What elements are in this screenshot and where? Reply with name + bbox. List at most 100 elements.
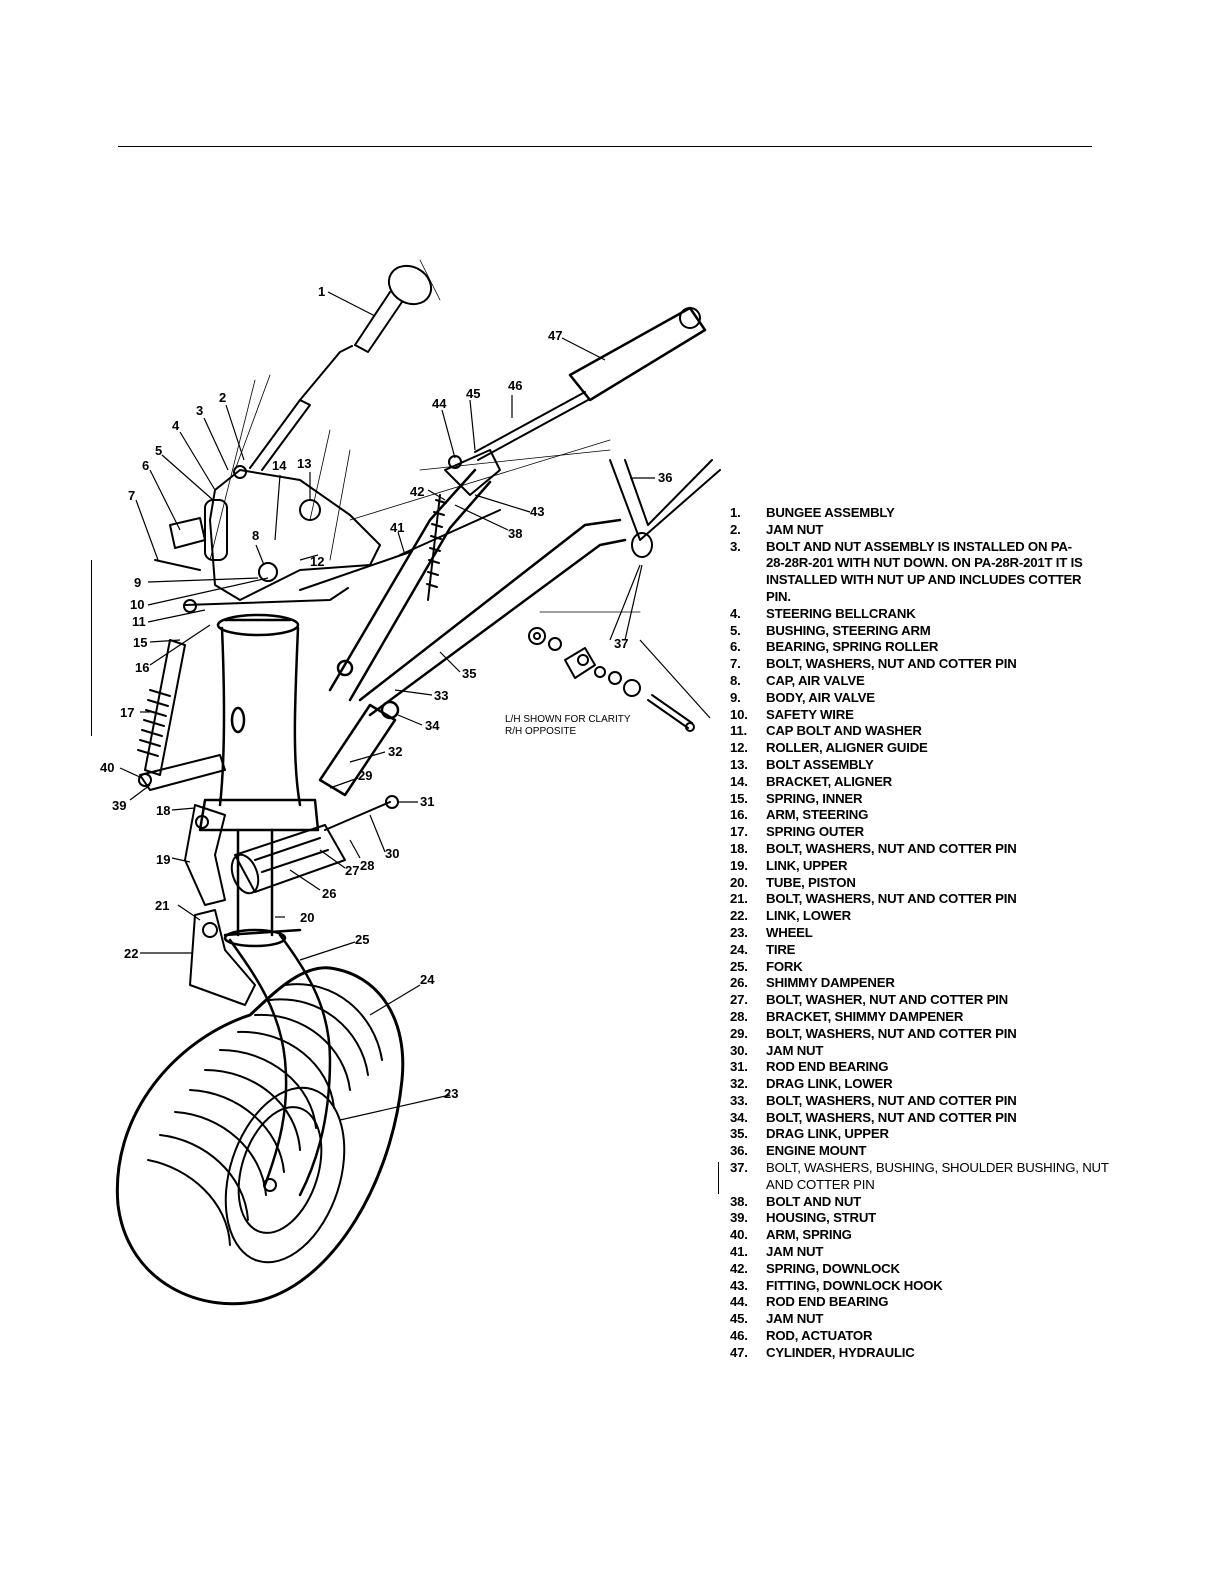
part-description: SPRING, DOWNLOCK [766, 1260, 900, 1276]
callout-20: 20 [300, 910, 314, 925]
callout-22: 22 [124, 946, 138, 961]
part-description: BOLT, WASHERS, NUT AND COTTER PIN [766, 891, 1017, 907]
note-rh-opposite: R/H OPPOSITE [505, 726, 576, 737]
part-item-2: 2. JAM NUT [730, 522, 1130, 539]
callout-42: 42 [410, 484, 424, 499]
callout-8: 8 [252, 528, 259, 543]
callout-32: 32 [388, 744, 402, 759]
part-description: ROD END BEARING [766, 1294, 889, 1310]
part-number: 11. [730, 723, 748, 739]
part-description: ROLLER, ALIGNER GUIDE [766, 740, 928, 756]
part-number: 2. [730, 521, 741, 537]
part-item-14: 14.BRACKET, ALIGNER [730, 774, 1130, 791]
part-number: 29. [730, 1025, 748, 1041]
part-item-42: 42. SPRING, DOWNLOCK [730, 1261, 1130, 1278]
part-item-7: 7.BOLT, WASHERS, NUT AND COTTER PIN [730, 656, 1130, 673]
strut-housing-drawing [198, 613, 320, 832]
part-description: CAP BOLT AND WASHER [766, 723, 922, 739]
part-item-37: 37.BOLT, WASHERS, BUSHING, SHOULDER BUSH… [730, 1160, 1130, 1194]
part-description: TUBE, PISTON [766, 874, 856, 890]
callout-4: 4 [172, 418, 180, 433]
part-item-15: 15.SPRING, INNER [730, 791, 1130, 808]
part-item-29: 29.BOLT, WASHERS, NUT AND COTTER PIN [730, 1026, 1130, 1043]
part-number: 20. [730, 874, 748, 890]
part-description: DRAG LINK, UPPER [766, 1126, 889, 1142]
callout-28: 28 [360, 858, 374, 873]
part-item-5: 5.BUSHING, STEERING ARM [730, 623, 1130, 640]
part-item-28: 28.BRACKET, SHIMMY DAMPENER [730, 1009, 1130, 1026]
part-description: ARM, SPRING [766, 1227, 852, 1243]
part-description: BEARING, SPRING ROLLER [766, 639, 939, 655]
callout-30: 30 [385, 846, 399, 861]
engine-mount-drawing [609, 459, 721, 558]
part-number: 7. [730, 656, 741, 672]
part-item-9: 9.BODY, AIR VALVE [730, 690, 1130, 707]
callout-31: 31 [420, 794, 434, 809]
part-item-40: 40.ARM, SPRING [730, 1227, 1130, 1244]
callout-13: 13 [297, 456, 311, 471]
part-number: 36. [730, 1143, 748, 1159]
part-number: 37. [730, 1160, 748, 1176]
part-number: 25. [730, 958, 748, 974]
part-item-19: 19.LINK, UPPER [730, 858, 1130, 875]
part-number: 4. [730, 605, 741, 621]
callout-35: 35 [462, 666, 476, 681]
callout-19: 19 [156, 852, 170, 867]
part-item-41: 41.JAM NUT [730, 1244, 1130, 1261]
callout-41: 41 [390, 520, 404, 535]
steering-spring-drawing [137, 587, 349, 791]
part-number: 46. [730, 1328, 748, 1344]
part-number: 38. [730, 1193, 748, 1209]
tire-drawing [115, 966, 405, 1306]
part-number: 34. [730, 1109, 748, 1125]
callout-29: 29 [358, 768, 372, 783]
callout-27: 27 [345, 863, 359, 878]
part-number: 27. [730, 992, 748, 1008]
part-number: 31. [730, 1059, 748, 1075]
part-number: 33. [730, 1092, 748, 1108]
part-description: BUNGEE ASSEMBLY [766, 505, 895, 520]
part-number: 42. [730, 1260, 748, 1276]
callout-3: 3 [196, 403, 203, 418]
callout-2: 2 [219, 390, 226, 405]
part-description: BOLT AND NUT [766, 1193, 862, 1209]
part-number: 32. [730, 1076, 748, 1092]
part-number: 28. [730, 1008, 748, 1024]
part-description: SPRING, INNER [766, 790, 863, 806]
part-description: CAP, AIR VALVE [766, 672, 865, 688]
part-description: JAM NUT [766, 521, 824, 537]
part-number: 16. [730, 807, 748, 823]
torque-links-drawing [184, 804, 256, 1006]
part-item-32: 32.DRAG LINK, LOWER [730, 1076, 1130, 1093]
part-number: 1. [730, 505, 741, 520]
leader-lines [119, 291, 711, 1121]
part-number: 45. [730, 1311, 748, 1327]
part-item-38: 38. BOLT AND NUT [730, 1194, 1130, 1211]
part-item-35: 35. DRAG LINK, UPPER [730, 1126, 1130, 1143]
parts-list: 1.BUNGEE ASSEMBLY 2.JAM NUT 3.BOLT AND N… [730, 505, 1130, 1362]
callout-23: 23 [444, 1086, 458, 1101]
callout-12: 12 [310, 554, 324, 569]
part-item-30: 30.JAM NUT [730, 1043, 1130, 1060]
part-description: JAM NUT [766, 1244, 824, 1260]
part-number: 10. [730, 706, 748, 722]
part-description: ROD END BEARING [766, 1059, 889, 1075]
part-description: BUSHING, STEERING ARM [766, 622, 931, 638]
part-number: 24. [730, 941, 748, 957]
part-item-12: 12.ROLLER, ALIGNER GUIDE [730, 740, 1130, 757]
callout-9: 9 [134, 575, 141, 590]
part-item-21: 21.BOLT, WASHERS, NUT AND COTTER PIN [730, 891, 1130, 908]
callout-15: 15 [133, 635, 147, 650]
callout-25: 25 [355, 932, 369, 947]
part-item-45: 45.JAM NUT [730, 1311, 1130, 1328]
change-bar-left [91, 560, 92, 736]
callout-1: 1 [318, 284, 325, 299]
part-number: 35. [730, 1126, 748, 1142]
part-number: 17. [730, 824, 748, 840]
part-number: 13. [730, 756, 748, 772]
callout-21: 21 [155, 898, 169, 913]
part-item-20: 20. TUBE, PISTON [730, 875, 1130, 892]
part-item-8: 8.CAP, AIR VALVE [730, 673, 1130, 690]
part-item-27: 27.BOLT, WASHER, NUT AND COTTER PIN [730, 992, 1130, 1009]
